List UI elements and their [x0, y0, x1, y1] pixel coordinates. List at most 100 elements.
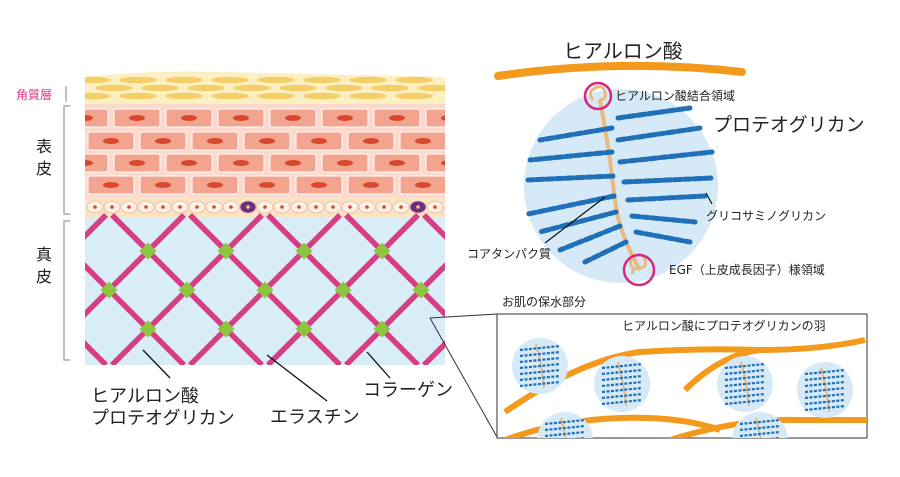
gag-chain	[525, 173, 616, 183]
ha-pg-label-line1: ヒアルロン酸	[91, 386, 199, 407]
gag-chain	[525, 193, 617, 217]
inset-core-protein	[755, 417, 762, 438]
inset-gag-chain	[724, 374, 766, 382]
cell-nucleus	[311, 138, 327, 144]
gag-leader	[705, 192, 713, 205]
dermis-bracket	[63, 220, 70, 361]
basal-nucleus	[365, 205, 369, 209]
inset-contents	[503, 337, 867, 460]
inset-gag-chain	[739, 430, 781, 438]
cell-nucleus	[207, 138, 223, 144]
skin-moisture-label: お肌の保水部分	[502, 294, 586, 309]
basal-cells	[86, 200, 444, 214]
inset-gag-chain	[804, 374, 846, 382]
cell-nucleus	[85, 160, 93, 166]
basal-nucleus	[212, 205, 216, 209]
inset-ha-strand-4	[669, 416, 867, 438]
leader-lines	[142, 349, 391, 402]
cell-nucleus	[233, 115, 249, 121]
cell-nucleus	[85, 115, 93, 121]
collagen-leader	[366, 351, 391, 379]
basal-nucleus	[399, 205, 403, 209]
elastin-node	[412, 281, 430, 299]
callout-line-top	[429, 313, 498, 319]
glycosaminoglycan-chains	[525, 105, 715, 265]
inset-gag-chain	[519, 356, 561, 364]
elastin-node	[178, 281, 196, 299]
hyaluronic-acid-strand	[494, 61, 746, 80]
gag-chain	[537, 209, 619, 235]
elastin-node	[373, 320, 391, 338]
cell-nucleus	[181, 115, 197, 121]
gag-chain	[629, 213, 698, 225]
basal-nucleus	[93, 205, 97, 209]
inset-gag-chain	[601, 368, 643, 376]
inset-gag-chain	[519, 374, 561, 382]
inset-gag-chain	[601, 374, 643, 382]
cell-nucleus	[259, 182, 275, 188]
ha-binding-coil	[588, 85, 607, 102]
cell-nucleus	[103, 138, 119, 144]
cell-nucleus	[363, 138, 379, 144]
cell-nucleus	[285, 160, 301, 166]
corneum-cell	[165, 76, 203, 84]
gag-chain	[633, 229, 693, 245]
inset-gag-chain	[740, 444, 780, 448]
inset-proteoglycan	[797, 362, 853, 418]
corneum-cells	[85, 76, 445, 100]
cell-nucleus	[103, 182, 119, 188]
inset-gag-chain	[804, 386, 846, 394]
collagen-fiber	[0, 215, 28, 365]
inset-gag-chain	[519, 380, 561, 388]
epidermis-cell	[425, 153, 445, 173]
inset-gag-chain	[724, 392, 766, 400]
gag-chain	[625, 193, 708, 203]
inset-proteoglycan-sphere	[537, 412, 593, 438]
inset-gag-chain	[573, 436, 585, 438]
basal-nucleus	[195, 205, 199, 209]
elastin-node	[139, 320, 157, 338]
inset-gag-chain	[545, 456, 585, 460]
hyaluronic-acid-label: ヒアルロン酸	[563, 39, 683, 63]
inset-gag-chain	[740, 456, 780, 460]
proteoglycan-molecule	[494, 61, 746, 287]
basal-nucleus	[382, 205, 386, 209]
inset-proteoglycan-sphere	[732, 412, 788, 438]
stratum-corneum-label: 角質層	[16, 87, 52, 102]
elastin-label: エラスチン	[270, 407, 360, 428]
cell-nucleus	[207, 182, 223, 188]
inset-gag-chain	[740, 450, 780, 454]
cell-nucleus	[389, 115, 405, 121]
inset-proteoglycans	[512, 338, 853, 460]
basal-nucleus	[331, 205, 335, 209]
corneum-cell	[349, 92, 387, 100]
inset-gag-chain	[724, 398, 766, 406]
basal-nucleus	[161, 205, 165, 209]
inset-core-protein	[560, 417, 567, 438]
inset-gag-chain	[519, 344, 561, 352]
cell-nucleus	[415, 138, 431, 144]
inset-gag-chain	[545, 450, 585, 454]
inset-gag-chain	[519, 350, 561, 358]
cell-nucleus	[129, 160, 145, 166]
elastin-node	[217, 320, 235, 338]
epidermis-bracket	[63, 105, 70, 215]
inset-gag-chain	[804, 404, 846, 412]
inset-gag-chain	[804, 398, 846, 406]
basal-nucleus	[229, 205, 233, 209]
basal-nucleus	[110, 205, 114, 209]
cell-nucleus	[441, 115, 445, 121]
gag-chain	[557, 223, 623, 253]
basal-nucleus	[144, 205, 148, 209]
corneum-cell	[303, 92, 341, 100]
gag-chain	[617, 149, 715, 165]
inset-gag-chain	[601, 362, 643, 370]
inset-ha-strand-1	[503, 337, 866, 415]
inset-gag-chain	[804, 392, 846, 400]
egf-region-label: EGF（上皮成長因子）様領域	[669, 262, 825, 277]
inset-proteoglycan	[594, 356, 650, 412]
basal-nucleus	[433, 205, 437, 209]
ha-binding-ring	[583, 81, 613, 111]
callout-lines	[429, 313, 498, 438]
